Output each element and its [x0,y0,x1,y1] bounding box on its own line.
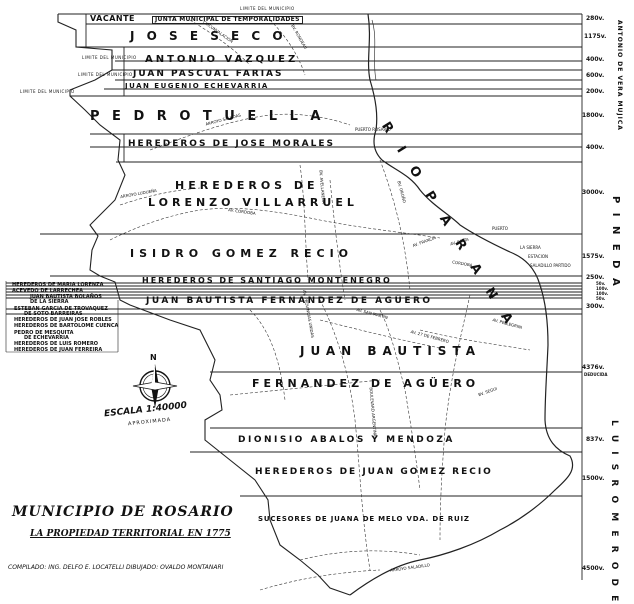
place-la-sierra: LA SIERRA [520,245,541,250]
side-owner-7: HEREDEROS DE JUAN JOSE ROBLES [14,317,112,323]
streams-and-streets [109,19,531,591]
limit-label-1: LIMITE DEL MUNICIPIO [240,6,295,11]
dim-3: 400v. [586,56,605,63]
side-owner-11: HEREDEROS DE LUIS ROMERO [14,341,99,347]
dim-10: 250v. [586,274,605,281]
dim-9: 1575v. [582,253,605,260]
owner-juan-pascual-farias: JUAN PASCUAL FARIAS [133,69,284,79]
left-bracket-lines [5,281,119,353]
limit-label-3: LIMITE DEL MUNICIPIO [78,72,133,77]
owner-sucesores-juana-melo: SUCESORES DE JUANA DE MELO VDA. DE RUIZ [258,515,470,523]
dim-17: 837v. [586,436,605,443]
east-pineda: P I N E D A [610,196,621,289]
street-estacion: ESTACION [528,254,548,259]
owner-pedro-tuella: P E D R O T U E L L A [90,109,325,124]
east-antonio-vera-mujica: ANTONIO DE VERA MUJICA [616,20,623,131]
owner-isidro-gomez-recio: ISIDRO GOMEZ RECIO [130,247,354,260]
owner-dionisio-abalos-mendoza: DIONISIO ABALOS Y MENDOZA [238,435,455,445]
side-owner-12: HEREDEROS DE JUAN FERREIRA [14,347,103,353]
place-puerto: PUERTO [492,226,508,231]
owner-herederos-santiago-montenegro: HEREDEROS DE SANTIAGO MONTENEGRO [142,276,392,285]
limit-label-4: LIMITE DEL MUNICIPIO [20,89,75,94]
map-title: MUNICIPIO DE ROSARIO [12,504,234,520]
dim-8: 3000v. [582,189,605,196]
compass-rose [132,364,178,408]
dim-15: 300v. [586,303,605,310]
compass-north-label: N [150,353,157,362]
dim-18: 1500v. [582,475,605,482]
side-owner-4: DE LA SIERRA [30,299,69,305]
dim-4: 600v. [586,72,605,79]
dim-2: 1175v. [584,33,607,40]
owner-juan-bautista: JUAN BAUTISTA [300,344,481,358]
dim-5: 200v. [586,88,605,95]
dim-11: 50v. [596,281,606,286]
owner-fernandez-aguero: FERNANDEZ DE AGÜERO [252,377,480,390]
owner-herederos-juan-gomez-recio: HEREDEROS DE JUAN GOMEZ RECIO [255,467,493,477]
owner-juan-bautista-fernandez-aguero: JUAN BAUTISTA FERNANDEZ DE AGÜERO [146,296,433,306]
map-credits: COMPILADO: ING. DELFO E. LOCATELLI DIBUJ… [8,564,224,571]
dim-6: 1800v. [582,112,605,119]
side-owner-6: DE SOTO BARREIRAS [24,311,83,317]
side-owner-1: HEREDEROS DE MARIA LORENZA [12,282,104,288]
map-subtitle: LA PROPIEDAD TERRITORIAL EN 1775 [30,529,231,539]
owner-herederos-de: HEREDEROS DE [175,179,319,192]
side-owner-3: JUAN BAUTISTA BOLAÑOS [30,294,102,300]
side-owner-10: DE ECHEVARRIA [24,335,69,341]
side-owner-2: ACEVEDO DE LARRECHEA [12,288,83,294]
dim-16: 4376v. [582,364,605,371]
side-owner-8: HEREDEROS DE BARTOLOME CUENCA [14,323,119,329]
dim-14: 50v. [596,296,606,301]
parana-river-shore [349,13,574,596]
place-puerto-rosario: PUERTO ROSARIO [355,127,391,132]
dim-1: 280v. [586,15,605,22]
dim-12: 100v. [596,286,609,291]
limit-label-2: LIMITE DEL MUNICIPIO [82,55,137,60]
owner-juan-eugenio-echevarria: JUAN EUGENIO ECHEVARRIA [125,82,269,90]
dim-19: 4500v. [582,565,605,572]
side-owner-5: ESTEBAN GARCIA DE TROVAQUEZ [14,306,108,312]
east-luis-romero: L U I S R O M E R O D E [609,420,619,604]
property-boundary-lines [6,13,583,580]
owner-herederos-jose-morales: HEREDEROS DE JOSE MORALES [128,139,335,149]
dim-13: 100v. [596,291,609,296]
side-owner-9: PEDRO DE MESQUITA [14,330,74,336]
owner-junta-municipal: JUNTA MUNICIPAL DE TEMPORALIDADES [152,16,303,24]
dim-deducida: DEDUCIDA [584,372,608,377]
municipal-limit-line [57,14,351,596]
owner-vacante: VACANTE [90,14,136,23]
dim-7: 400v. [586,144,605,151]
owner-lorenzo-villarruel: LORENZO VILLARRUEL [148,196,358,209]
owner-jose-seco: J O S E S E C O [130,29,287,43]
place-saladillo: SALADILLO PARTIDO [530,263,571,268]
owner-antonio-vazquez: ANTONIO VAZQUEZ [145,54,299,65]
